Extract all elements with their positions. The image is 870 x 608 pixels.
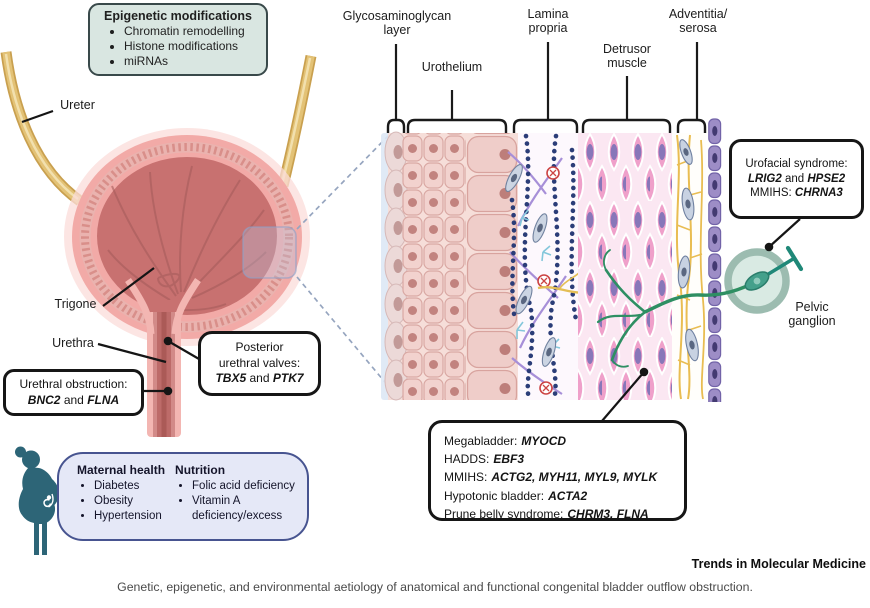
- nutrition-list: Folic acid deficiency Vitamin A deficien…: [175, 479, 295, 524]
- zoom-connector-lines: [296, 135, 400, 400]
- gene-row: HADDS:EBF3: [444, 450, 671, 468]
- nutrition-item: Vitamin A deficiency/excess: [192, 494, 295, 524]
- condition-genes: ACTA2: [548, 488, 588, 503]
- detrusor-muscle-label: Detrusor muscle: [603, 42, 651, 70]
- maternal-environment-box: Maternal health Diabetes Obesity Hyperte…: [57, 452, 309, 541]
- epigenetic-modifications-box: Epigenetic modifications Chromatin remod…: [88, 3, 268, 77]
- journal-name: Trends in Molecular Medicine: [691, 557, 866, 571]
- conjunction: and: [249, 371, 270, 386]
- tissue-cross-section: [381, 118, 722, 402]
- pregnant-woman-icon: [15, 446, 59, 555]
- condition-genes: ACTG2, MYH11, MYL9, MYLK: [491, 470, 658, 485]
- urofacial-syndrome-box: Urofacial syndrome: LRIG2 and HPSE2 MMIH…: [729, 139, 864, 219]
- urothelium-label: Urothelium: [421, 60, 483, 74]
- maternal-health-column: Maternal health Diabetes Obesity Hyperte…: [77, 463, 165, 533]
- epigenetic-item: Chromatin remodelling: [124, 24, 256, 39]
- condition-genes: CHRM3, FLNA: [567, 506, 649, 521]
- ureter-label: Ureter: [60, 98, 95, 112]
- adventitia-layer: [672, 133, 706, 400]
- condition-genes: MYOCD: [521, 434, 567, 448]
- gene-row: Prune belly syndrome:CHRM3, FLNA: [444, 505, 671, 523]
- callout-pointer-dots: [163, 242, 774, 396]
- maternal-health-item: Hypertension: [94, 509, 165, 524]
- pelvic-ganglion: [596, 245, 804, 368]
- callout-pointer-lines: [21, 109, 801, 422]
- maternal-health-list: Diabetes Obesity Hypertension: [77, 479, 165, 524]
- gene-ptk7: PTK7: [272, 371, 304, 386]
- condition-label: HADDS:: [444, 452, 490, 467]
- maternal-health-title: Maternal health: [77, 463, 166, 477]
- gene-row: Hypotonic bladder:ACTA2: [444, 487, 671, 505]
- nerve-fibers: [596, 249, 759, 368]
- condition-label: Hypotonic bladder:: [444, 488, 545, 503]
- adventitia-serosa-label: Adventitia/ serosa: [668, 7, 728, 35]
- nutrition-title: Nutrition: [175, 463, 226, 477]
- epigenetic-box-list: Chromatin remodelling Histone modificati…: [100, 24, 256, 69]
- maternal-health-item: Diabetes: [94, 479, 165, 494]
- lamina-propria-layer: [505, 133, 595, 402]
- serosa-cell-column: [708, 118, 722, 402]
- gag-layer-label: Glycosaminoglycan layer: [342, 9, 452, 37]
- puv-line2: urethral valves:: [218, 355, 301, 370]
- epigenetic-item: Histone modifications: [124, 39, 256, 54]
- posterior-urethral-valves-box: Posterior urethral valves: TBX5 and PTK7: [198, 331, 321, 396]
- layer-label-lines: [394, 42, 699, 119]
- gene-tbx5: TBX5: [215, 371, 247, 386]
- nutrition-column: Nutrition Folic acid deficiency Vitamin …: [175, 463, 295, 533]
- trigone-label: Trigone: [54, 297, 97, 311]
- neuron-soma: [744, 271, 770, 291]
- gene-row: Megabladder:MYOCD: [444, 432, 671, 450]
- gene-hpse2: HPSE2: [807, 172, 846, 185]
- condition-genes: EBF3: [493, 452, 525, 467]
- urethra-tube: [125, 278, 201, 437]
- gene-row: MMIHS:ACTG2, MYH11, MYL9, MYLK: [444, 468, 671, 486]
- ureter-left-tube: [0, 51, 84, 206]
- zoom-highlight-region: [242, 226, 297, 279]
- fetus-icon: [43, 493, 54, 508]
- maternal-health-item: Obesity: [94, 494, 165, 509]
- epigenetic-box-title: Epigenetic modifications: [104, 9, 252, 23]
- detrusor-gene-box: Megabladder:MYOCD HADDS:EBF3 MMIHS:ACTG2…: [428, 420, 687, 521]
- bladder-neck: [128, 280, 198, 338]
- condition-label: MMIHS:: [444, 470, 488, 485]
- adventitia-fibroblasts: [677, 139, 699, 362]
- nutrition-item: Folic acid deficiency: [192, 479, 295, 494]
- gene-lrig2: LRIG2: [747, 172, 782, 185]
- conjunction: and: [784, 172, 805, 185]
- gene-chrna3: CHRNA3: [794, 187, 843, 200]
- gene-bnc2: BNC2: [27, 392, 61, 407]
- mmihs-prefix: MMIHS:: [750, 187, 792, 200]
- conjunction: and: [63, 392, 84, 407]
- detrusor-muscle-layer: [578, 133, 672, 400]
- ureter-right-tube: [277, 54, 317, 188]
- condition-label: Megabladder:: [444, 434, 518, 448]
- pelvic-ganglion-label: Pelvic ganglion: [788, 300, 836, 328]
- urofacial-line1: Urofacial syndrome:: [745, 157, 848, 170]
- lamina-propria-label: Lamina propria: [527, 7, 569, 35]
- layer-brackets: [386, 118, 707, 133]
- urethral-obstruction-box: Urethral obstruction: BNC2 and FLNA: [3, 369, 144, 416]
- epigenetic-item: miRNAs: [124, 54, 256, 69]
- figure-caption: Genetic, epigenetic, and environmental a…: [117, 580, 753, 594]
- bladder-rugae-folds: [107, 165, 267, 312]
- urethra-label: Urethra: [52, 336, 94, 350]
- fibroblast-cells: [505, 163, 557, 367]
- dendrite-end-bar: [785, 245, 804, 272]
- condition-label: Prune belly syndrome:: [444, 506, 564, 521]
- gene-flna: FLNA: [87, 392, 120, 407]
- puv-line1: Posterior: [235, 340, 284, 355]
- urethral-obstruction-title: Urethral obstruction:: [19, 376, 128, 391]
- urothelium-layer: [384, 131, 518, 401]
